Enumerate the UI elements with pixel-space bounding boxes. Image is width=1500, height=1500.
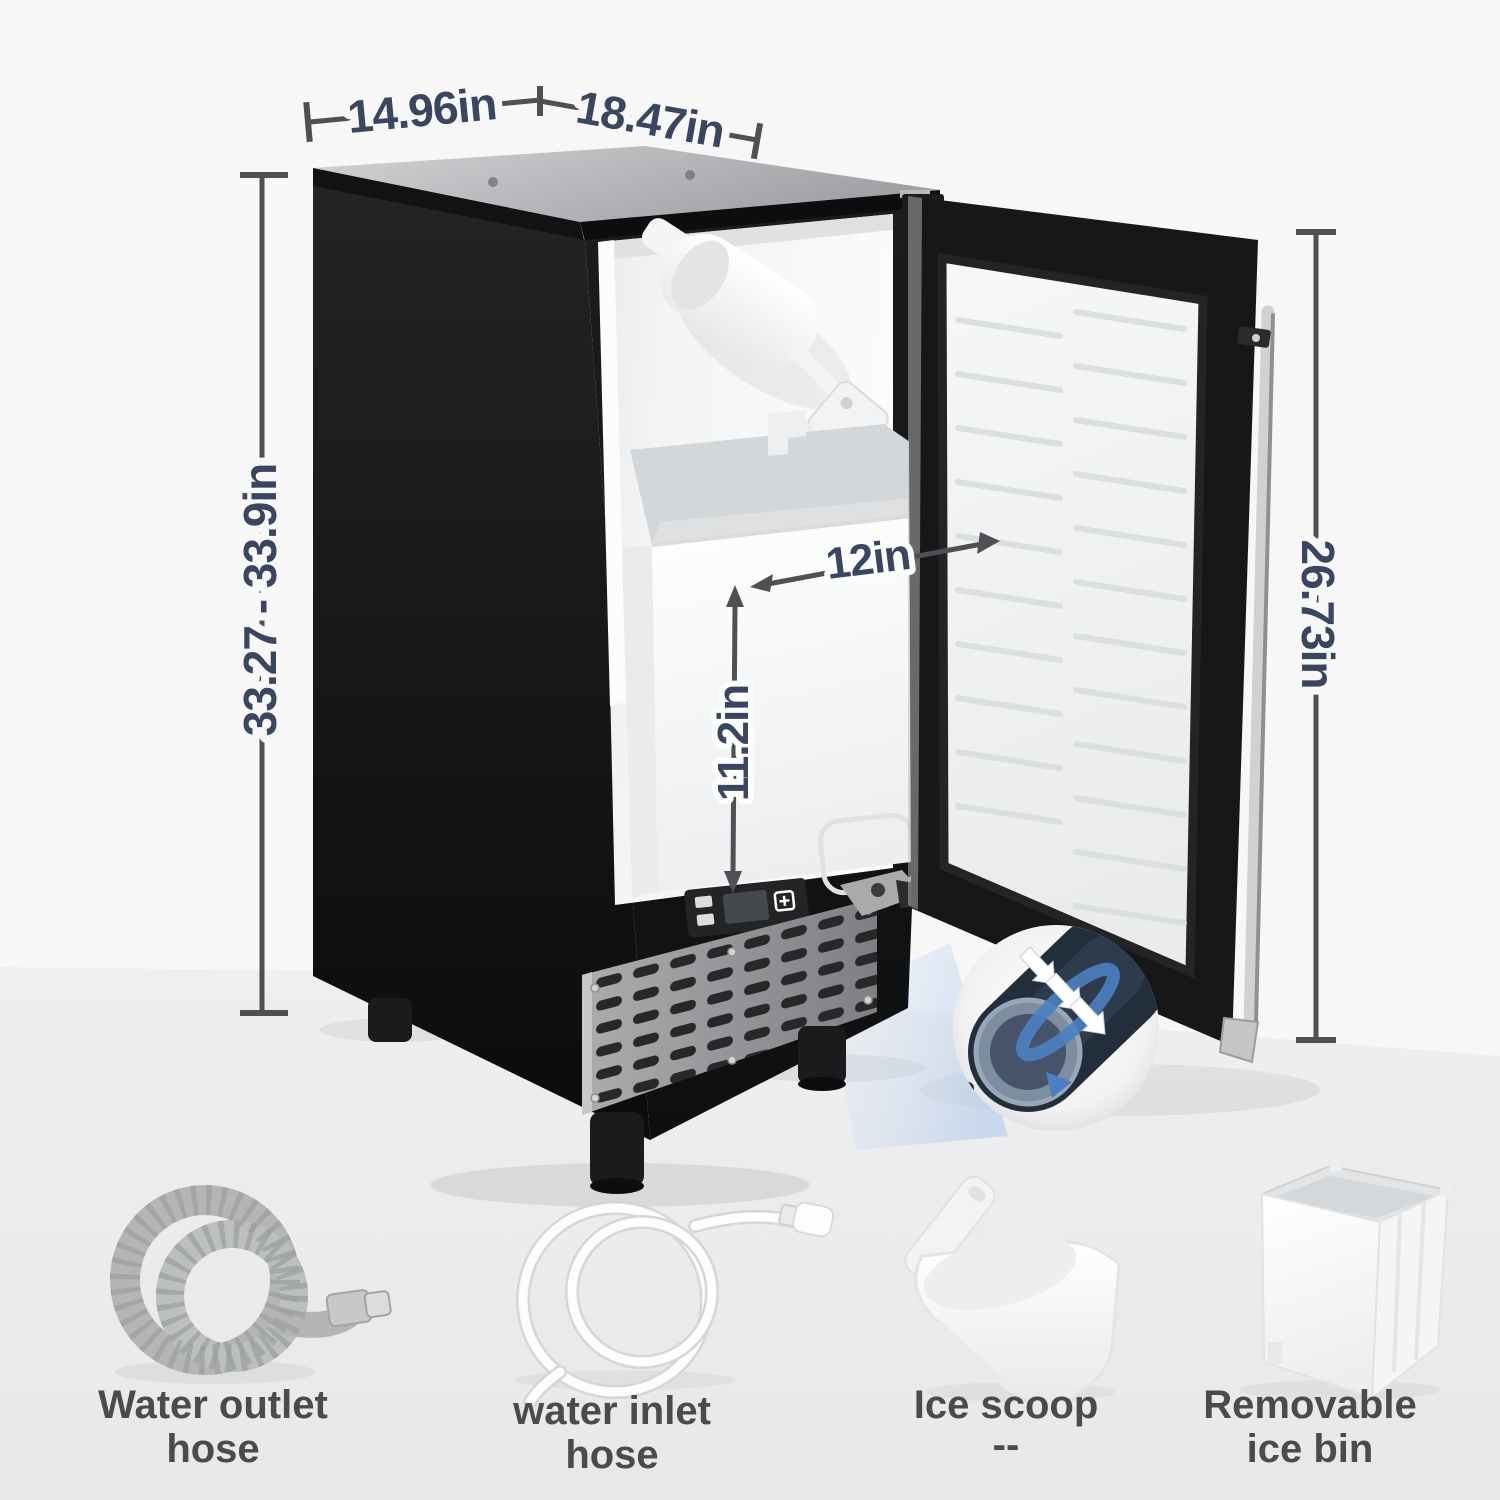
water-outlet-hose — [110, 1185, 392, 1384]
cabinet-side-panel — [313, 186, 650, 1140]
door-handle — [1237, 305, 1275, 1032]
ice-scoop — [904, 1175, 1121, 1402]
water-outlet-hose-label-1: Water outlet — [98, 1383, 328, 1427]
control-panel — [684, 878, 810, 938]
height-dimension: 33.27 - 33.9in — [226, 172, 294, 1016]
accessory-labels: Water outlet hose water inlet hose Ice s… — [98, 1383, 1417, 1477]
leveling-feet — [368, 998, 846, 1194]
cabinet-lid-edge-left — [313, 168, 585, 244]
display — [722, 889, 770, 924]
top-width-label: 14.96in — [345, 77, 498, 143]
ice-indicator-icon — [696, 913, 715, 926]
opening-left-frame — [598, 240, 626, 706]
cabinet-top-surface — [313, 146, 940, 222]
door-panel-ribs — [955, 309, 1187, 926]
ice-indicator-icon — [694, 895, 713, 908]
bin-width-label: 12in — [823, 530, 912, 589]
water-inlet-hose-label-1: water inlet — [512, 1389, 711, 1433]
power-button-icon — [773, 889, 796, 912]
top-hole — [488, 177, 498, 187]
bin-height-dimension: 11.2in — [703, 585, 764, 893]
door-height-label: 26.73in — [1292, 540, 1344, 689]
bin-height-label: 11.2in — [709, 685, 758, 801]
ice-scoop-label-1: Ice scoop — [914, 1383, 1099, 1427]
bin-width-dimension: 12in — [750, 524, 1000, 595]
top-width-dimension: 14.96in — [303, 69, 543, 151]
removable-ice-bin-label-2: ice bin — [1247, 1427, 1374, 1471]
water-inlet-hose-label-2: hose — [565, 1433, 658, 1477]
height-range-label: 33.27 - 33.9in — [234, 464, 286, 736]
ice-bin-left-face — [622, 545, 658, 898]
removable-ice-bin — [1240, 1156, 1452, 1401]
door-bottom-cap — [1218, 1016, 1260, 1064]
door-height-dimension: 26.73in — [1284, 229, 1352, 1043]
top-hole — [685, 170, 695, 180]
rotation-arrow-icon — [1046, 1072, 1072, 1098]
removable-ice-bin-label-1: Removable — [1203, 1383, 1416, 1427]
vent-grille — [582, 898, 877, 1115]
airflow-inset — [953, 925, 1159, 1131]
door-edge-highlight — [908, 196, 922, 910]
rotation-band — [1016, 962, 1120, 1062]
water-inlet-hose — [515, 1201, 835, 1409]
open-door — [908, 196, 1275, 1064]
airflow-arrow-icons — [1019, 946, 1106, 1035]
accessories: Water outlet hose water inlet hose Ice s… — [98, 1156, 1452, 1477]
water-outlet-hose-label-2: hose — [166, 1427, 259, 1471]
ice-scoop-label-2: -- — [993, 1423, 1020, 1467]
top-depth-label: 18.47in — [572, 80, 728, 157]
